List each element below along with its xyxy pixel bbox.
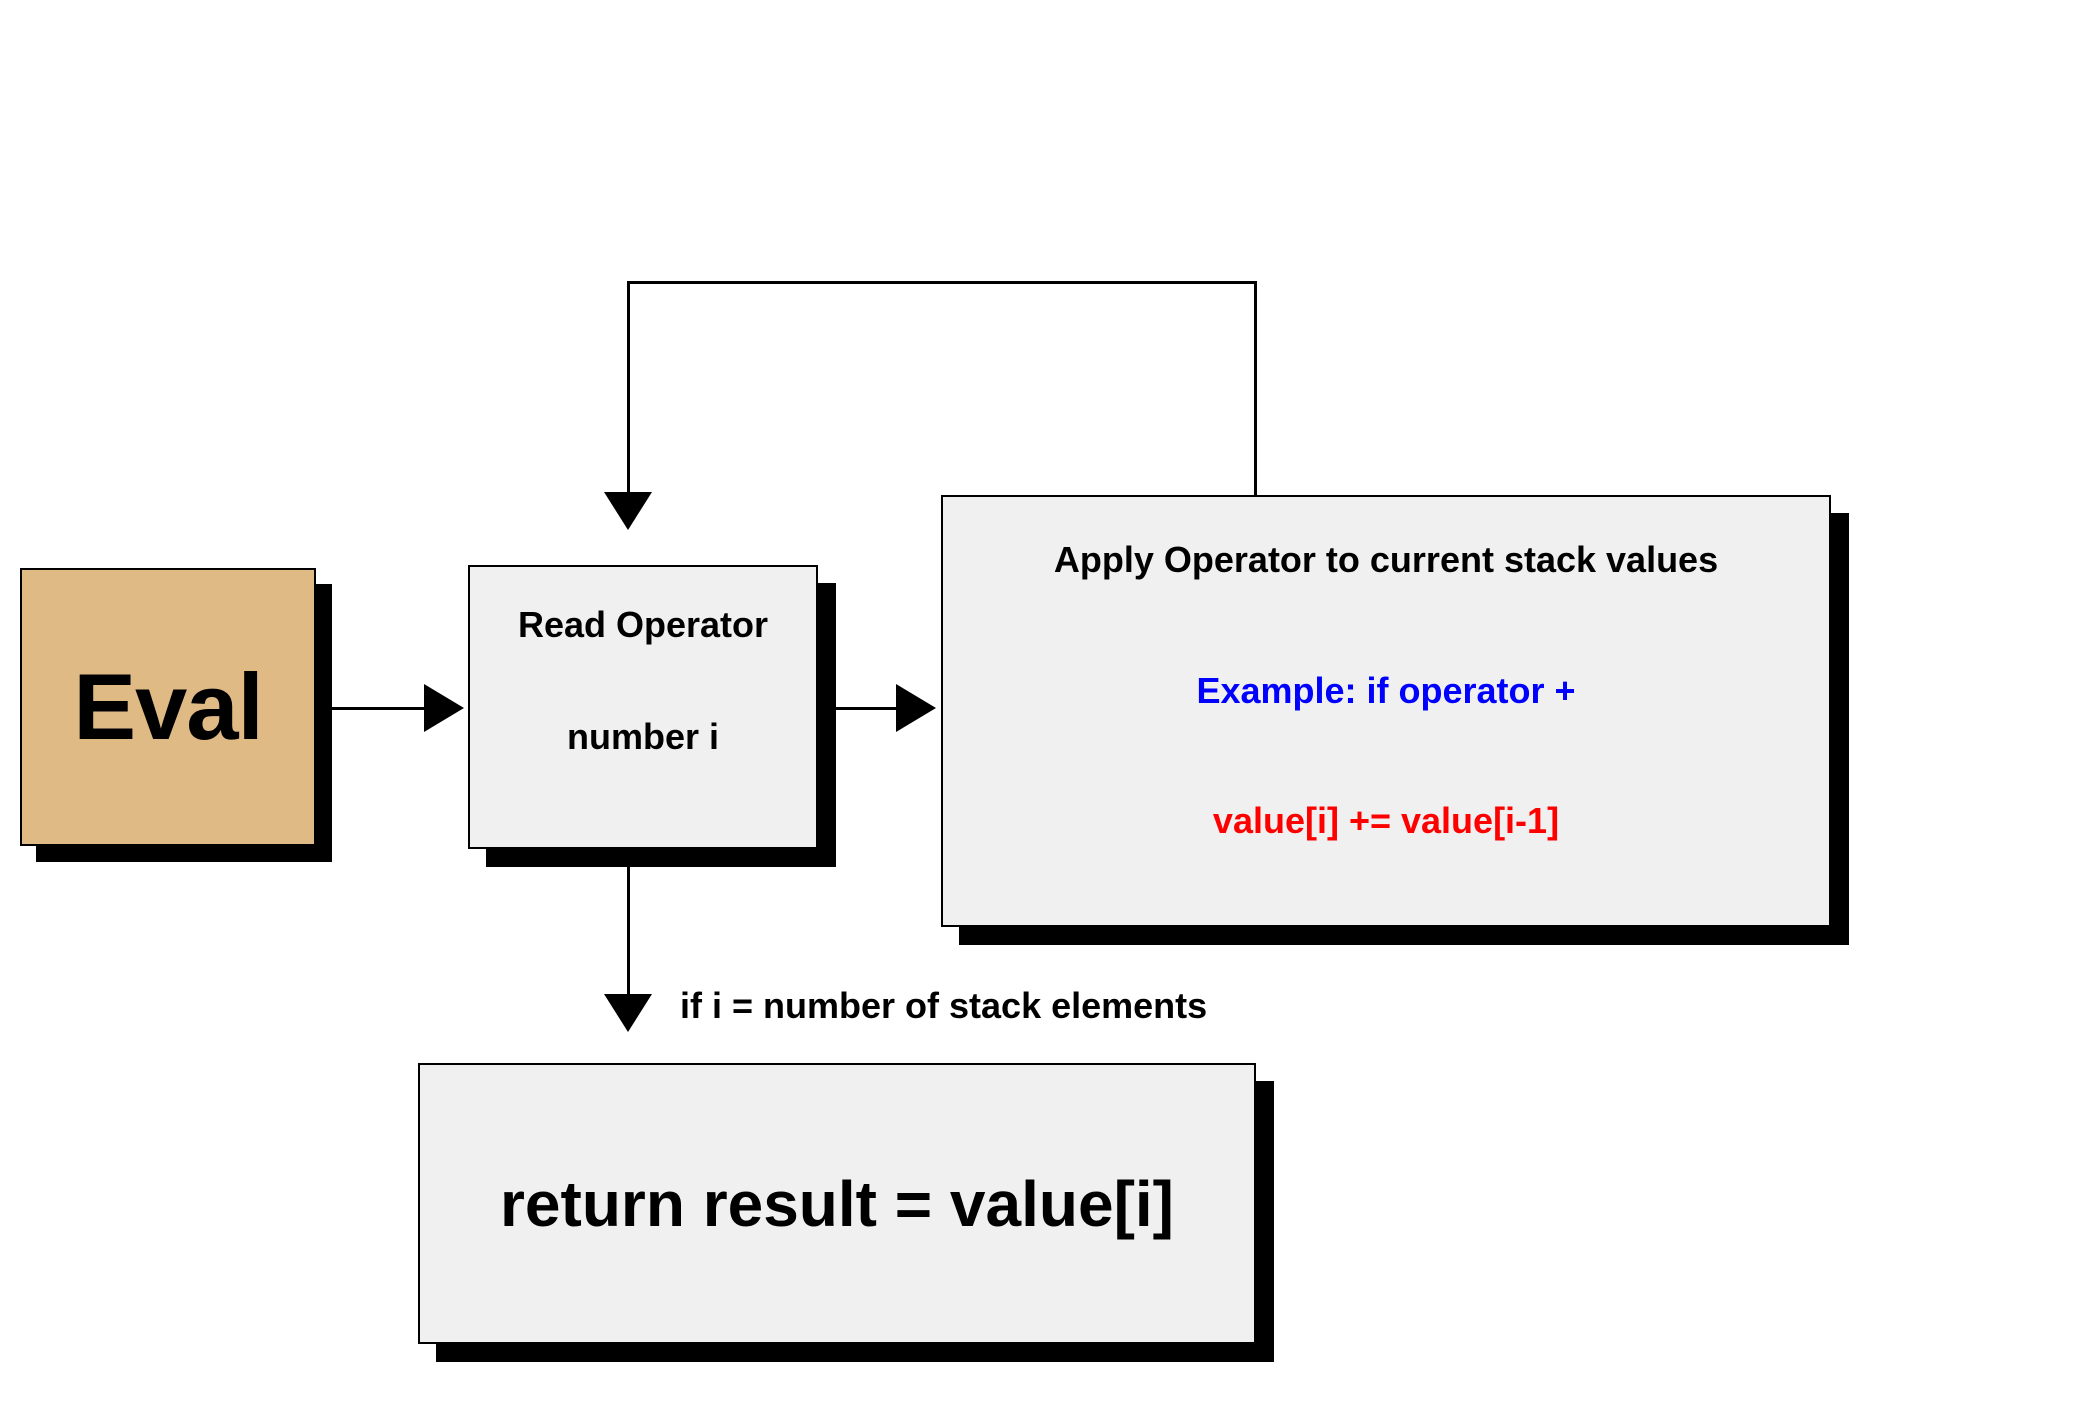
- read-operator-node[interactable]: Read Operator number i: [468, 565, 818, 849]
- edge-loop-left-segment: [627, 281, 630, 496]
- edge-eval-to-read-line: [320, 707, 428, 710]
- edge-read-to-return-arrowhead-icon: [604, 994, 652, 1032]
- apply-operator-example: Example: if operator +: [1196, 670, 1576, 712]
- return-result-node[interactable]: return result = value[i]: [418, 1063, 1256, 1344]
- edge-eval-to-read-arrowhead-icon: [424, 684, 464, 732]
- edge-loop-top-segment: [627, 281, 1257, 284]
- edge-read-to-return-line: [627, 850, 630, 998]
- edge-read-to-return-label: if i = number of stack elements: [680, 985, 1208, 1026]
- apply-operator-node[interactable]: Apply Operator to current stack values E…: [941, 495, 1831, 927]
- eval-node[interactable]: Eval: [20, 568, 316, 846]
- read-operator-subtitle: number i: [566, 715, 719, 757]
- apply-operator-title: Apply Operator to current stack values: [1053, 539, 1719, 580]
- edge-loop-arrowhead-icon: [604, 492, 652, 530]
- return-result-label: return result = value[i]: [500, 1167, 1174, 1240]
- edge-read-to-apply-line: [820, 707, 900, 710]
- apply-operator-expression: value[i] += value[i-1]: [1212, 799, 1560, 841]
- edge-read-to-apply-arrowhead-icon: [896, 684, 936, 732]
- read-operator-title: Read Operator: [517, 604, 769, 645]
- eval-node-label: Eval: [73, 654, 263, 759]
- edge-loop-right-segment: [1254, 281, 1257, 497]
